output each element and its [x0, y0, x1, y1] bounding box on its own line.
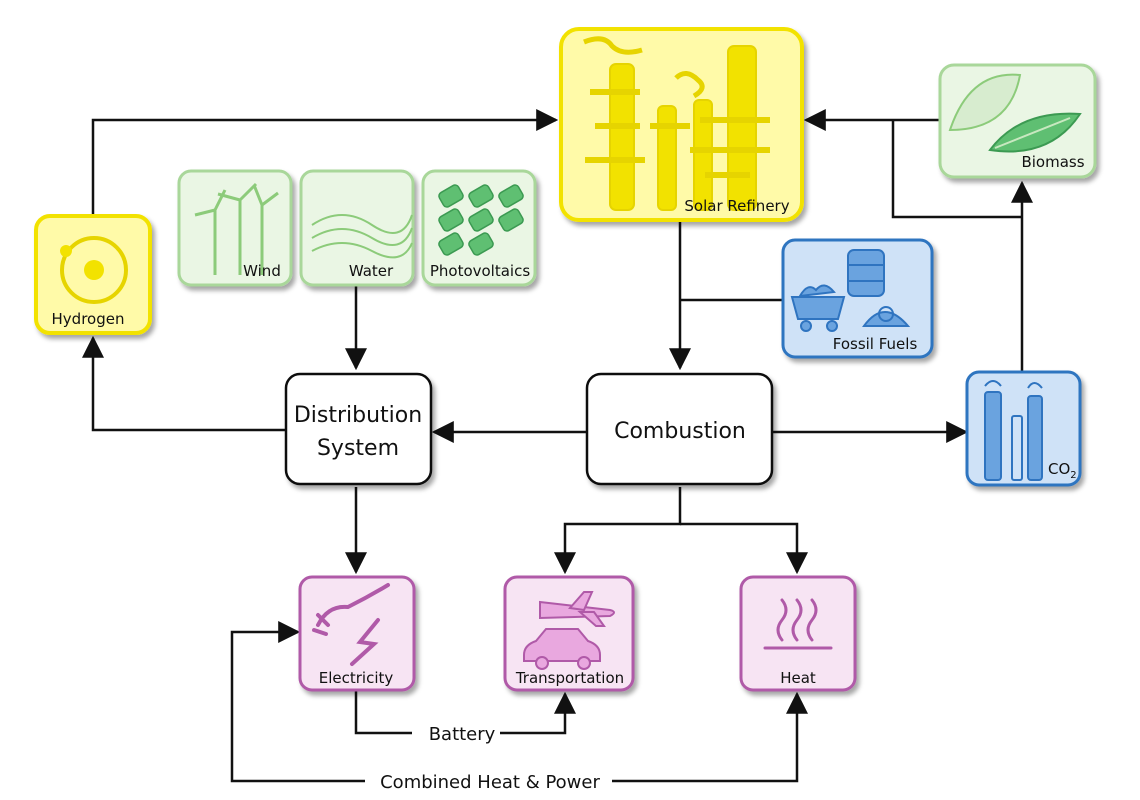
heat-label: Heat: [780, 669, 816, 687]
wind-turbine-icon: [194, 182, 279, 275]
oil-barrel-icon: [847, 249, 885, 297]
biomass-label: Biomass: [1021, 153, 1084, 171]
node-fossil-fuels[interactable]: Fossil Fuels: [781, 238, 934, 359]
solar-refinery-label: Solar Refinery: [684, 197, 789, 215]
node-distribution-system[interactable]: Distribution System: [284, 372, 433, 486]
ore-cart-icon: [790, 284, 846, 332]
node-transportation[interactable]: Transportation: [503, 575, 635, 692]
solar-panel-icon: [438, 184, 524, 256]
arrow-combustion-split: [554, 487, 682, 575]
arrow-distribution-to-hydrogen: [82, 335, 286, 432]
node-combustion[interactable]: Combustion: [585, 372, 774, 486]
heat-waves-icon: [763, 598, 833, 650]
airplane-icon: [539, 591, 615, 627]
arrow-co2-loop-to-refinery: [891, 120, 1022, 219]
node-hydrogen[interactable]: Hydrogen: [34, 214, 152, 335]
chp-label: Combined Heat & Power: [380, 772, 600, 793]
arrow-chp-left: [230, 621, 365, 783]
node-solar-refinery[interactable]: Solar Refinery: [559, 27, 804, 222]
gas-icon: [862, 306, 911, 327]
distribution-label-line2: System: [317, 436, 399, 461]
node-photovoltaics[interactable]: Photovoltaics: [421, 169, 537, 287]
transportation-label: Transportation: [515, 669, 624, 687]
node-water[interactable]: Water: [299, 169, 415, 287]
node-wind[interactable]: Wind: [177, 169, 293, 287]
arrow-chp-right: [612, 691, 808, 783]
node-heat[interactable]: Heat: [739, 575, 857, 692]
arrow-battery: [354, 690, 565, 735]
atom-icon: [60, 236, 128, 304]
node-electricity[interactable]: Electricity: [298, 575, 416, 692]
smokestack-icon: [583, 36, 770, 211]
distribution-label-line1: Distribution: [294, 403, 422, 428]
arrow-combustion-to-heat: [680, 522, 808, 575]
plug-lightning-icon: [312, 583, 390, 666]
connectors: [82, 109, 1033, 783]
node-biomass[interactable]: Biomass: [938, 63, 1097, 179]
water-label: Water: [349, 262, 394, 280]
car-icon: [523, 628, 601, 670]
electricity-label: Electricity: [319, 669, 394, 687]
battery-label: Battery: [429, 724, 496, 745]
co2-chimney-icon: [984, 380, 1043, 481]
arrow-hydrogen-to-solar-refinery: [91, 109, 559, 214]
photovoltaics-label: Photovoltaics: [430, 262, 530, 280]
wave-icon: [311, 214, 413, 259]
node-co2[interactable]: CO2: [965, 370, 1082, 487]
co2-label: CO2: [1048, 460, 1077, 481]
hydrogen-label: Hydrogen: [52, 310, 125, 328]
fossil-fuels-label: Fossil Fuels: [833, 335, 918, 353]
combustion-label: Combustion: [614, 419, 746, 444]
leaf-icon: [948, 73, 1082, 153]
wind-label: Wind: [243, 262, 281, 280]
